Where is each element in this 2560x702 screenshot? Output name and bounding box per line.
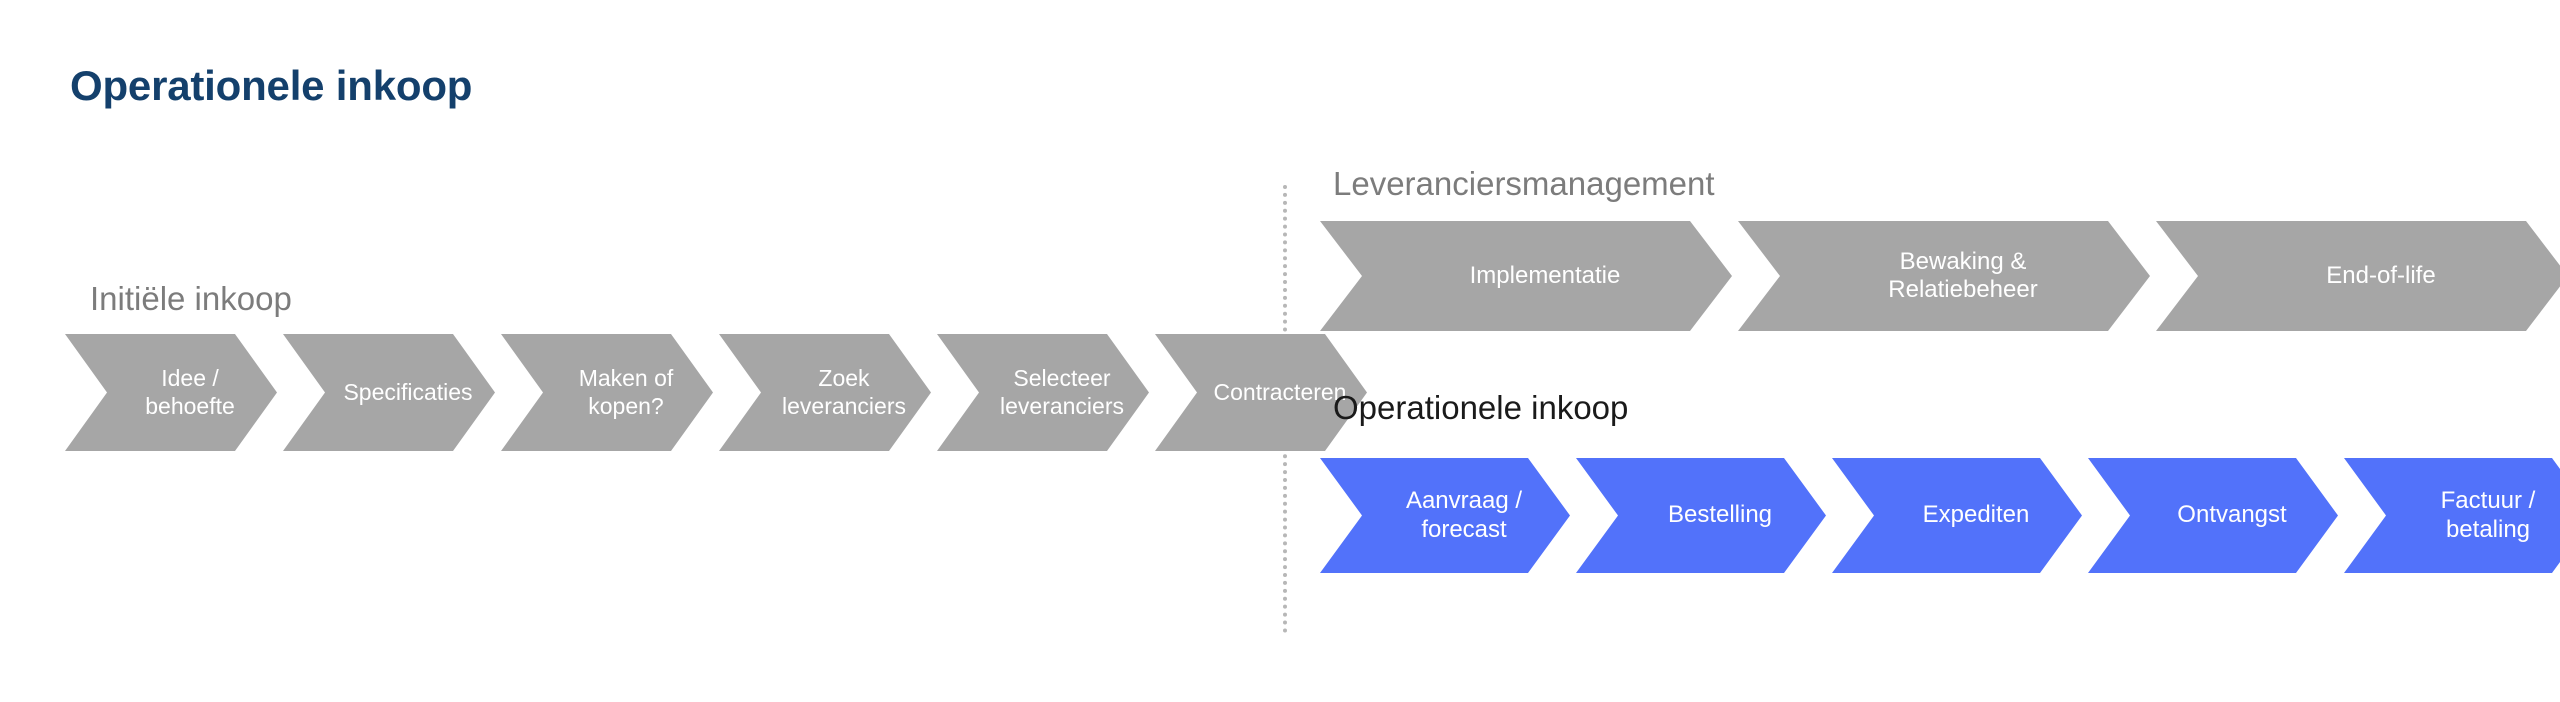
chevron-step-selecteer-leveranciers[interactable]: Selecteer leveranciers: [937, 334, 1149, 451]
group-label-operationele-inkoop: Operationele inkoop: [1333, 389, 1629, 426]
chevron-label: Maken of kopen?: [578, 365, 674, 419]
chevron-step-specificaties[interactable]: Specificaties: [283, 334, 495, 451]
chevron-label: Idee / behoefte: [145, 365, 235, 419]
chevron-label: Ontvangst: [2177, 501, 2287, 529]
chevron-label: End-of-life: [2326, 261, 2436, 289]
chevron-row-leveranciersmanagement: Implementatie Bewaking & Relatiebeheer E…: [1320, 221, 2560, 331]
group-label-initiele-inkoop: Initiële inkoop: [90, 280, 292, 317]
chevron-label: Contracteren: [1213, 378, 1347, 405]
chevron-step-factuur-betaling[interactable]: Factuur / betaling: [2344, 458, 2560, 573]
chevron-label: Selecteer leveranciers: [1000, 365, 1124, 419]
chevron-step-bewaking-relatiebeheer[interactable]: Bewaking & Relatiebeheer: [1738, 221, 2150, 331]
chevron-step-bestelling[interactable]: Bestelling: [1576, 458, 1826, 573]
page-title: Operationele inkoop: [70, 62, 473, 109]
chevron-label: Factuur / betaling: [2440, 487, 2536, 543]
chevron-label: Zoek leveranciers: [782, 365, 906, 419]
chevron-label: Bestelling: [1667, 501, 1773, 529]
chevron-row-initiele-inkoop: Idee / behoefte Specificaties Maken of k…: [65, 334, 1367, 451]
chevron-label: Implementatie: [1469, 261, 1621, 289]
group-label-leveranciersmanagement: Leveranciersmanagement: [1333, 165, 1715, 202]
chevron-step-idee-behoefte[interactable]: Idee / behoefte: [65, 334, 277, 451]
chevron-row-operationele-inkoop: Aanvraag / forecast Bestelling Expediten…: [1320, 458, 2560, 573]
chevron-label: Expediten: [1922, 501, 2030, 529]
chevron-step-expediten[interactable]: Expediten: [1832, 458, 2082, 573]
chevron-step-ontvangst[interactable]: Ontvangst: [2088, 458, 2338, 573]
chevron-step-maken-of-kopen[interactable]: Maken of kopen?: [501, 334, 713, 451]
chevron-label: Specificaties: [343, 378, 473, 405]
chevron-step-zoek-leveranciers[interactable]: Zoek leveranciers: [719, 334, 931, 451]
chevron-step-implementatie[interactable]: Implementatie: [1320, 221, 1732, 331]
chevron-label: Aanvraag / forecast: [1405, 487, 1523, 543]
chevron-step-end-of-life[interactable]: End-of-life: [2156, 221, 2560, 331]
chevron-step-aanvraag-forecast[interactable]: Aanvraag / forecast: [1320, 458, 1570, 573]
chevron-label: Bewaking & Relatiebeheer: [1888, 247, 2038, 303]
